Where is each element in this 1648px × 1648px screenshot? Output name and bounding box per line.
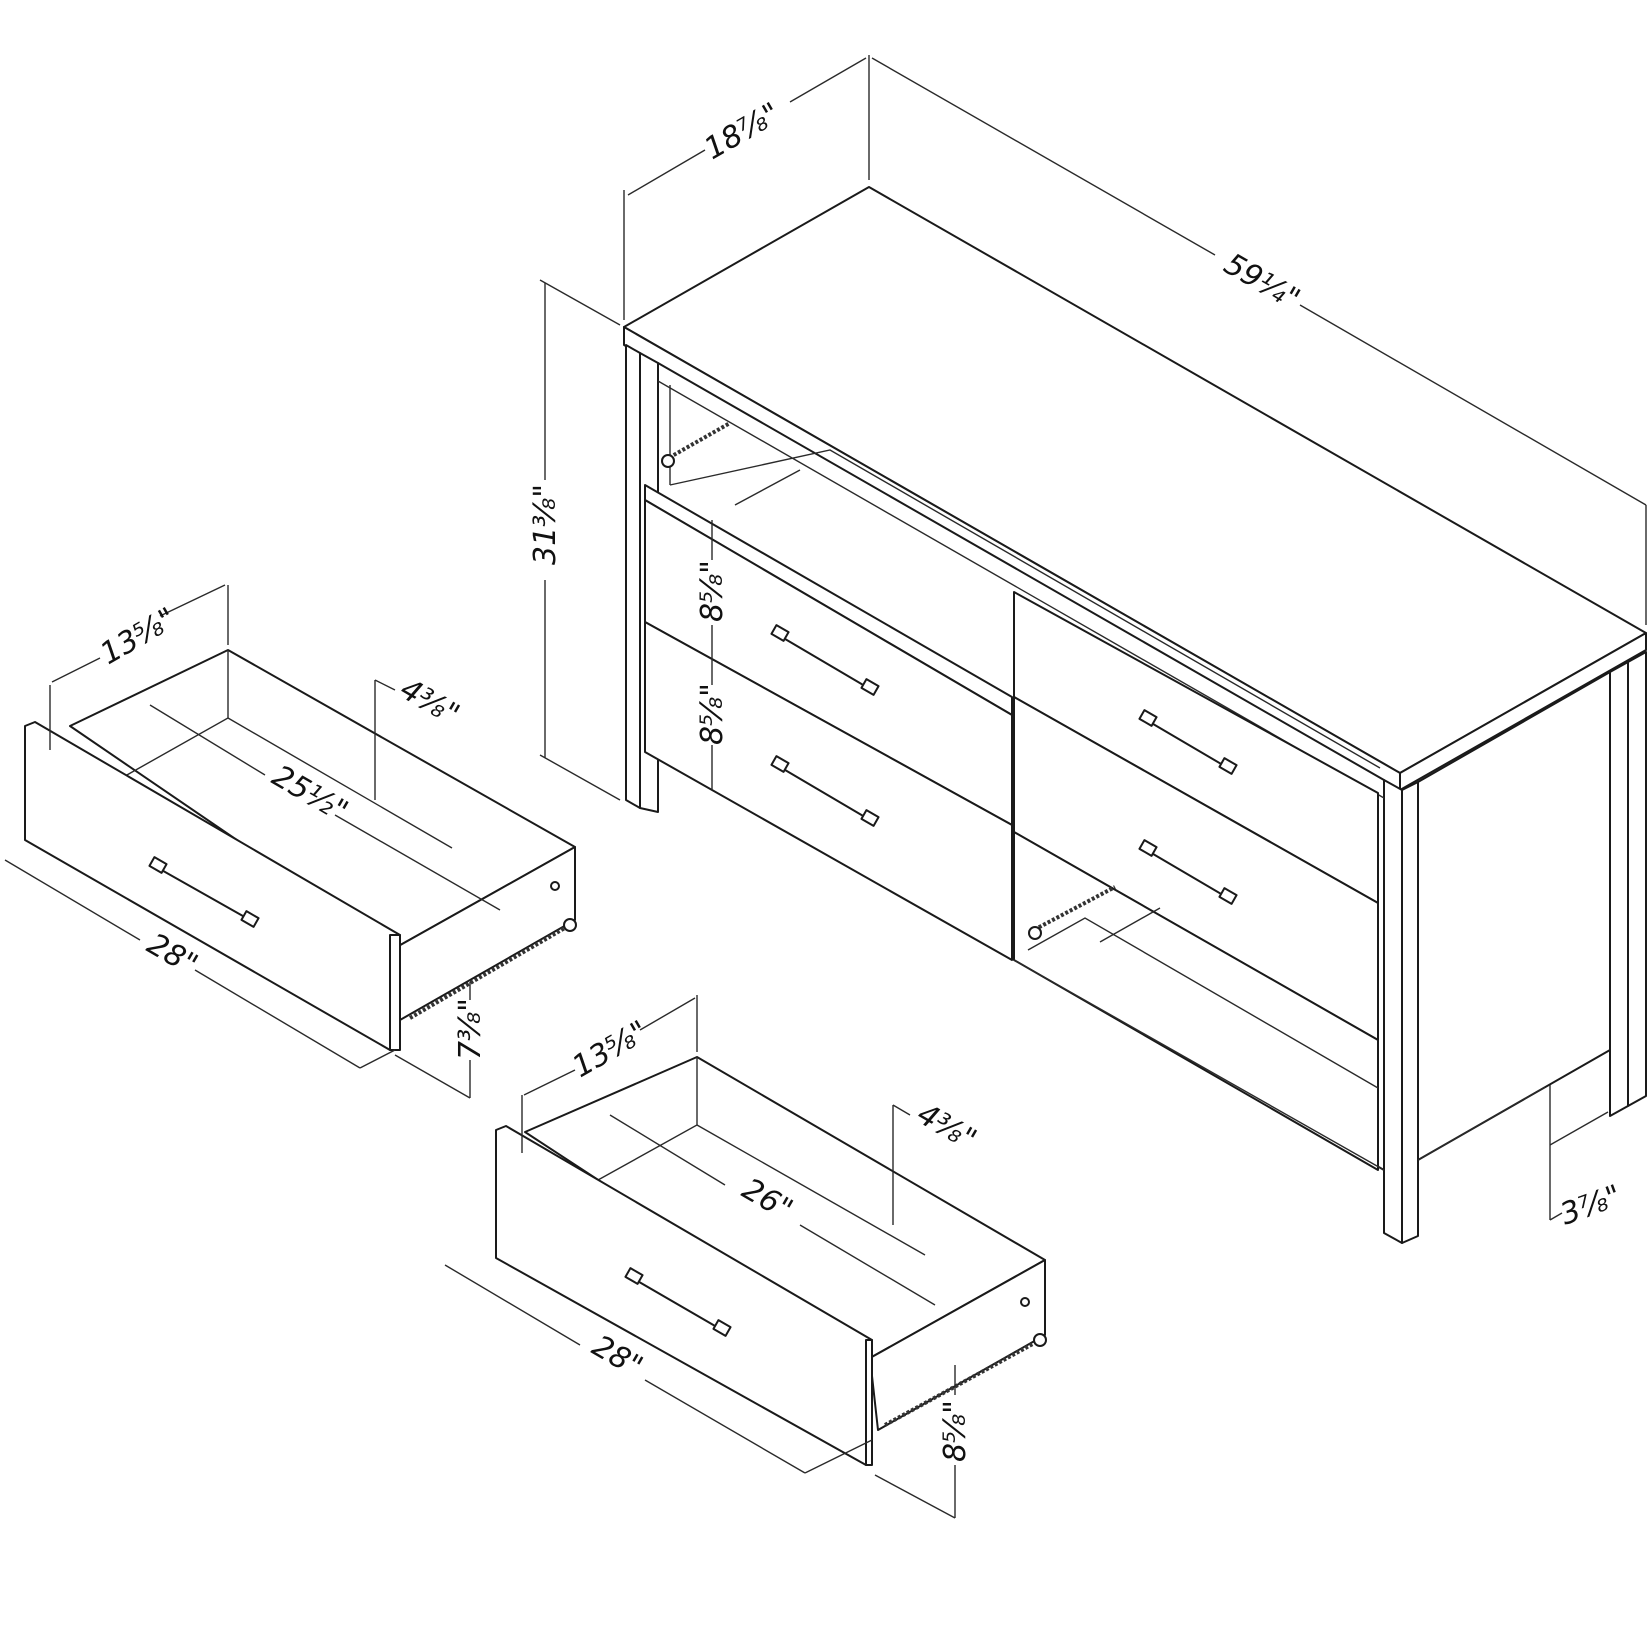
dresser-leg-clearance-label: 3⅞" [1556, 1178, 1626, 1232]
dresser-left-leg [625, 344, 641, 809]
drawer-upper-inner-line [227, 717, 453, 849]
cavity-line [669, 449, 1381, 769]
drawer-slide-rail [664, 421, 731, 462]
dresser [623, 186, 1647, 1244]
dresser-drawer-height-bottom-label: 8⅝" [695, 683, 730, 745]
cavity-line [734, 469, 801, 506]
drawer-handle [770, 624, 880, 696]
slide-roller [1028, 926, 1042, 940]
drawer-upper-front-edge [389, 934, 401, 1051]
dresser-depth-label: 18⅞" [699, 96, 787, 167]
drawer-handle [624, 1267, 732, 1337]
drawer-lower-inner-height-label: 4⅜" [911, 1097, 982, 1158]
dresser-top-side-edge [1399, 632, 1647, 791]
drawer-slide-rail [408, 923, 572, 1020]
dresser-right-front-leg-side [1401, 781, 1419, 1244]
slide-roller [563, 918, 577, 932]
side-bottom-line [1417, 1086, 1546, 1161]
drawer-lower [495, 1056, 1047, 1466]
dresser-drawer-height-top-label: 8⅝" [695, 560, 730, 622]
dresser-right-front-leg [1383, 779, 1403, 1244]
drawer-lower-dimensions [444, 995, 956, 1519]
screw [550, 881, 560, 891]
drawer-handle [1138, 709, 1238, 775]
drawer-upper-inner-height-label: 4⅜" [394, 672, 465, 733]
drawer-slide-rail [1029, 885, 1116, 934]
slide-roller [1033, 1333, 1047, 1347]
cavity-line [1099, 907, 1161, 943]
bottom-rail-line [1013, 959, 1385, 1171]
dresser-right-back-leg-side [1627, 651, 1647, 1107]
dresser-width-label: 59¼" [1218, 247, 1306, 318]
drawer-handle [148, 856, 260, 928]
cavity-line [1027, 917, 1379, 1089]
drawer-slide-rail [884, 1338, 1041, 1427]
dresser-height-label: 31⅜" [528, 484, 563, 565]
dresser-right-back-leg [1609, 661, 1629, 1117]
drawer-upper-dimensions [4, 584, 501, 1099]
drawer-lower-depth-label: 13⅝" [567, 1014, 655, 1085]
drawer-upper-front-height-label: 7⅜" [453, 998, 488, 1060]
slide-roller [661, 454, 675, 468]
drawer-front-left-2 [644, 621, 1013, 961]
drawer-upper-depth-label: 13⅝" [95, 601, 183, 672]
drawer-lower-inner-line [696, 1124, 926, 1256]
drawer-handle [1138, 839, 1238, 905]
drawer-handle [770, 755, 880, 827]
dresser-dimensions [539, 55, 1647, 1221]
drawer-front-right-bottom-open [1013, 831, 1379, 1171]
screw [1020, 1297, 1030, 1307]
drawer-lower-front-height-label: 8⅝" [938, 1400, 973, 1462]
drawer-lower-front-edge [865, 1339, 873, 1466]
drawer-lower-side [869, 1259, 1046, 1431]
drawer-upper [24, 649, 577, 1051]
